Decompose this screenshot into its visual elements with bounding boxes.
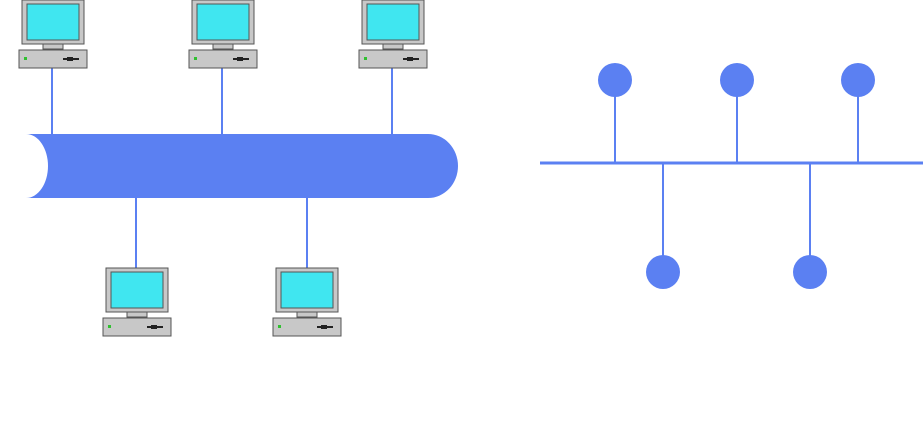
monitor-stand — [296, 311, 318, 318]
power-led — [108, 325, 111, 328]
monitor-screen — [280, 271, 334, 309]
monitor-stand — [126, 311, 148, 318]
monitor-screen — [110, 271, 164, 309]
computer-case — [272, 317, 342, 337]
monitor-stand — [382, 43, 404, 50]
schematic-bus-network — [540, 63, 923, 289]
drive-button — [67, 57, 73, 61]
computer-case — [18, 49, 88, 69]
pictorial-bus-network — [18, 0, 458, 337]
monitor-stand — [42, 43, 64, 50]
computer-icon — [272, 267, 342, 337]
computer-icon — [188, 0, 258, 69]
computer-case — [188, 49, 258, 69]
power-led — [24, 57, 27, 60]
monitor-screen — [196, 3, 250, 41]
bus-cable — [26, 134, 458, 198]
node-circle — [720, 63, 754, 97]
monitor-stand — [212, 43, 234, 50]
drive-button — [321, 325, 327, 329]
monitor-screen — [366, 3, 420, 41]
node-circle — [598, 63, 632, 97]
power-led — [278, 325, 281, 328]
drive-button — [407, 57, 413, 61]
computer-icon — [102, 267, 172, 337]
node-circle — [793, 255, 827, 289]
computer-icon — [18, 0, 88, 69]
drive-button — [237, 57, 243, 61]
computer-case — [358, 49, 428, 69]
power-led — [194, 57, 197, 60]
computer-case — [102, 317, 172, 337]
computer-icon — [358, 0, 428, 69]
node-circle — [646, 255, 680, 289]
node-circle — [841, 63, 875, 97]
monitor-screen — [26, 3, 80, 41]
drive-button — [151, 325, 157, 329]
power-led — [364, 57, 367, 60]
